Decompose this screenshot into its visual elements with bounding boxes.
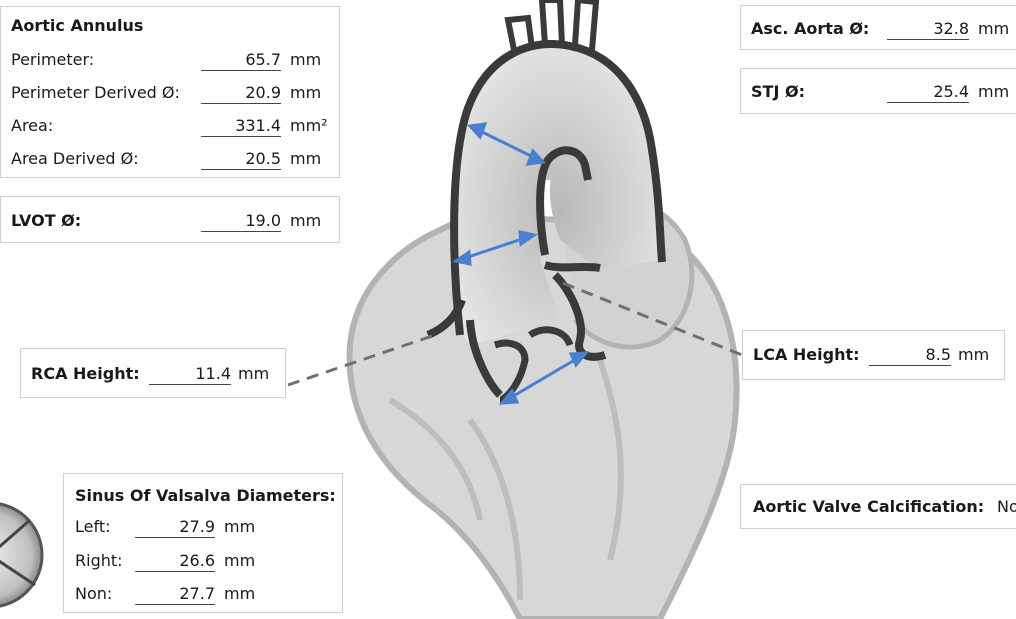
sinus-row: Right: 26.6 mm — [75, 551, 335, 573]
unit-label: mm — [978, 82, 1009, 101]
unit-label: mm — [290, 211, 321, 230]
annulus-row-label: Area: — [11, 116, 53, 135]
unit-label: mm — [290, 149, 321, 168]
rca-height-row: RCA Height: 11.4 mm — [31, 364, 281, 386]
annulus-row-label: Perimeter: — [11, 50, 94, 69]
asc-aorta-label: Asc. Aorta Ø: — [751, 19, 869, 38]
stj-panel: STJ Ø: 25.4 mm — [740, 68, 1016, 114]
annulus-row-label: Area Derived Ø: — [11, 149, 139, 168]
lvot-row: LVOT Ø: 19.0 mm — [11, 211, 331, 233]
sinus-non-value: 27.7 — [135, 584, 215, 605]
sinus-valsalva-panel: Sinus Of Valsalva Diameters: Left: 27.9 … — [63, 473, 343, 613]
unit-label: mm — [238, 364, 269, 383]
lvot-panel: LVOT Ø: 19.0 mm — [0, 196, 340, 243]
annulus-row: Area: 331.4 mm² — [11, 116, 331, 138]
perimeter-derived-diameter-value: 20.9 — [201, 83, 281, 104]
asc-aorta-row: Asc. Aorta Ø: 32.8 mm — [751, 19, 1016, 41]
unit-label: mm — [958, 345, 989, 364]
lca-height-value: 8.5 — [869, 345, 951, 366]
unit-label: mm — [290, 50, 321, 69]
perimeter-value: 65.7 — [201, 50, 281, 71]
lvot-label: LVOT Ø: — [11, 211, 81, 230]
aortic-annulus-panel: Aortic Annulus Perimeter: 65.7 mm Perime… — [0, 6, 340, 178]
sinus-row-label: Left: — [75, 517, 111, 536]
calcification-label: Aortic Valve Calcification: — [753, 497, 984, 516]
unit-label: mm — [224, 584, 255, 603]
unit-label: mm — [978, 19, 1009, 38]
rca-height-label: RCA Height: — [31, 364, 140, 383]
stj-row: STJ Ø: 25.4 mm — [751, 82, 1016, 104]
lvot-value: 19.0 — [201, 211, 281, 232]
sinus-row-label: Right: — [75, 551, 123, 570]
sinus-valsalva-title: Sinus Of Valsalva Diameters: — [75, 486, 336, 505]
aortic-annulus-title: Aortic Annulus — [11, 16, 143, 35]
stj-label: STJ Ø: — [751, 82, 805, 101]
unit-label: mm — [224, 551, 255, 570]
annulus-row: Area Derived Ø: 20.5 mm — [11, 149, 331, 171]
lca-height-panel: LCA Height: 8.5 mm — [742, 330, 1005, 380]
heart-shape — [350, 197, 737, 619]
rca-height-value: 11.4 — [149, 364, 231, 385]
rca-height-panel: RCA Height: 11.4 mm — [20, 348, 286, 398]
unit-label: mm — [290, 83, 321, 102]
annulus-row: Perimeter: 65.7 mm — [11, 50, 331, 72]
asc-aorta-value: 32.8 — [887, 19, 969, 40]
unit-label: mm² — [290, 116, 328, 135]
sinus-row: Non: 27.7 mm — [75, 584, 335, 606]
area-value: 331.4 — [201, 116, 281, 137]
calcification-panel: Aortic Valve Calcification: No — [740, 484, 1016, 529]
area-derived-diameter-value: 20.5 — [201, 149, 281, 170]
annulus-row-label: Perimeter Derived Ø: — [11, 83, 180, 102]
sinus-right-value: 26.6 — [135, 551, 215, 572]
calcification-value: No — [997, 497, 1016, 516]
sinus-row-label: Non: — [75, 584, 112, 603]
asc-aorta-panel: Asc. Aorta Ø: 32.8 mm — [740, 5, 1016, 50]
stj-value: 25.4 — [887, 82, 969, 103]
unit-label: mm — [224, 517, 255, 536]
annulus-row: Perimeter Derived Ø: 20.9 mm — [11, 83, 331, 105]
calcification-row: Aortic Valve Calcification: No — [753, 497, 1016, 519]
sinus-left-value: 27.9 — [135, 517, 215, 538]
lca-height-label: LCA Height: — [753, 345, 860, 364]
lca-height-row: LCA Height: 8.5 mm — [753, 345, 1003, 367]
sinus-row: Left: 27.9 mm — [75, 517, 335, 539]
valve-thumbnail — [0, 503, 42, 607]
